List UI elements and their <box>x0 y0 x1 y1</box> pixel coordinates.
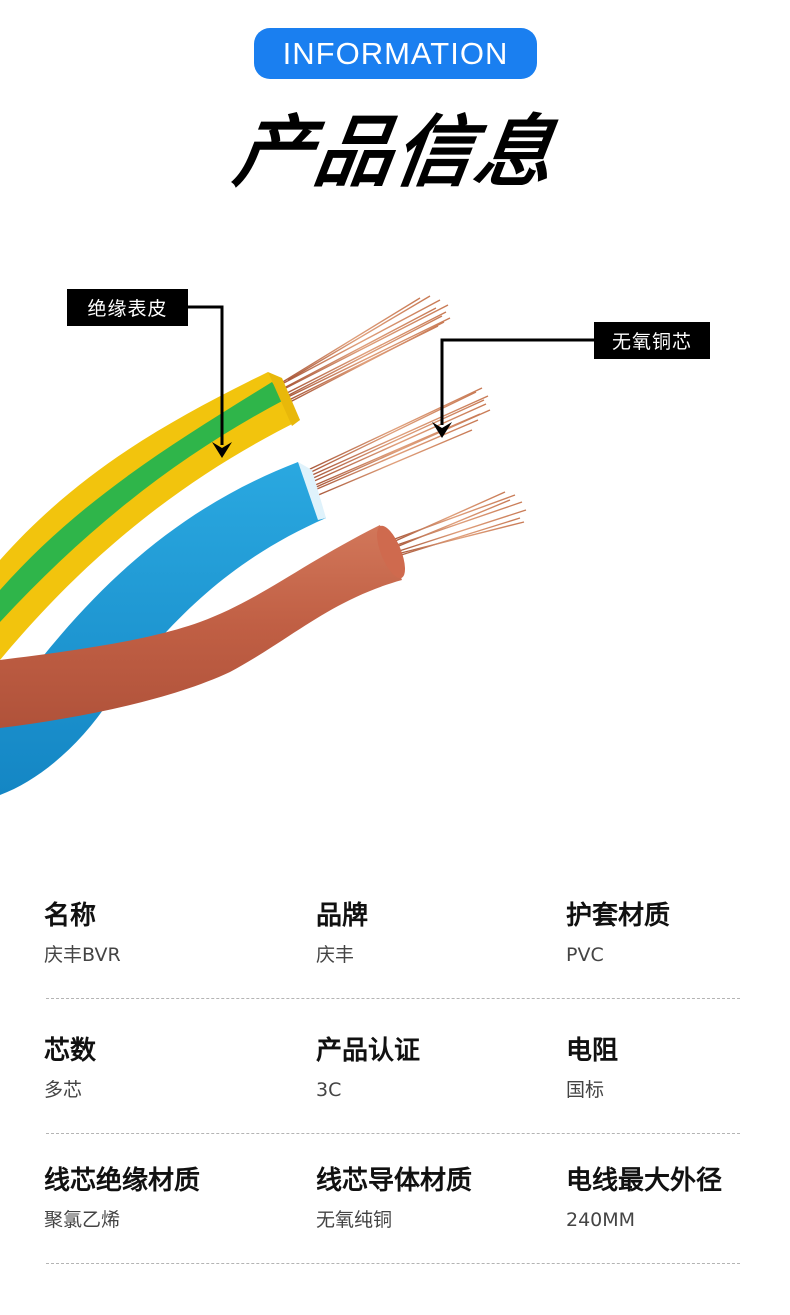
spec-value: 多芯 <box>44 1079 83 1101</box>
spec-value: 无氧纯铜 <box>316 1209 393 1231</box>
spec-item-name: 名称 庆丰BVR <box>44 898 121 968</box>
spec-item-resistance: 电阻 国标 <box>566 1033 618 1103</box>
spec-value: PVC <box>566 944 604 966</box>
information-badge-label: INFORMATION <box>282 35 509 71</box>
spec-label: 电线最大外径 <box>566 1166 723 1196</box>
spec-row: 名称 庆丰BVR 品牌 庆丰 护套材质 PVC <box>0 898 790 1033</box>
spec-row: 线芯绝缘材质 聚氯乙烯 线芯导体材质 无氧纯铜 电线最大外径 240MM <box>0 1163 790 1298</box>
spec-item-certification: 产品认证 3C <box>316 1033 420 1103</box>
spec-label: 电阻 <box>566 1036 619 1066</box>
spec-item-max-diameter: 电线最大外径 240MM <box>566 1163 722 1233</box>
wire-yellow-green <box>0 372 300 660</box>
page-title: 产品信息 <box>228 108 562 198</box>
callout-connector-insulation <box>188 305 224 445</box>
callout-copper-core-label: 无氧铜芯 <box>611 331 692 353</box>
wire-product-image <box>0 230 790 850</box>
spec-label: 芯数 <box>44 1036 97 1066</box>
spec-value: 3C <box>316 1079 342 1101</box>
spec-item-sheath-material: 护套材质 PVC <box>566 898 670 968</box>
spec-label: 品牌 <box>316 901 369 931</box>
wire-brown <box>0 525 402 728</box>
divider <box>46 1133 740 1134</box>
arrow-down-icon <box>432 422 452 438</box>
copper-strands-top <box>279 295 451 403</box>
spec-value: 聚氯乙烯 <box>44 1209 121 1231</box>
spec-item-conductor-material: 线芯导体材质 无氧纯铜 <box>316 1163 472 1233</box>
spec-label: 名称 <box>44 901 97 931</box>
callout-connector-copper <box>440 338 594 425</box>
arrow-down-icon <box>212 442 232 458</box>
callout-insulation: 绝缘表皮 <box>67 289 188 326</box>
spec-item-brand: 品牌 庆丰 <box>316 898 368 968</box>
spec-row: 芯数 多芯 产品认证 3C 电阻 国标 <box>0 1033 790 1168</box>
callout-insulation-label: 绝缘表皮 <box>87 298 168 320</box>
spec-item-core-insulation: 线芯绝缘材质 聚氯乙烯 <box>44 1163 200 1233</box>
copper-strands-middle <box>306 387 491 497</box>
spec-label: 线芯导体材质 <box>316 1166 473 1196</box>
spec-value: 国标 <box>566 1079 605 1101</box>
copper-strands-bottom <box>391 491 527 557</box>
spec-label: 产品认证 <box>316 1036 421 1066</box>
spec-label: 护套材质 <box>566 901 671 931</box>
information-badge: INFORMATION <box>254 28 537 79</box>
spec-value: 240MM <box>566 1209 636 1231</box>
spec-label: 线芯绝缘材质 <box>44 1166 201 1196</box>
divider <box>46 998 740 999</box>
divider <box>46 1263 740 1264</box>
callout-copper-core: 无氧铜芯 <box>594 322 710 359</box>
spec-item-core-count: 芯数 多芯 <box>44 1033 96 1103</box>
spec-value: 庆丰 <box>316 944 355 966</box>
spec-value: 庆丰BVR <box>44 944 121 966</box>
